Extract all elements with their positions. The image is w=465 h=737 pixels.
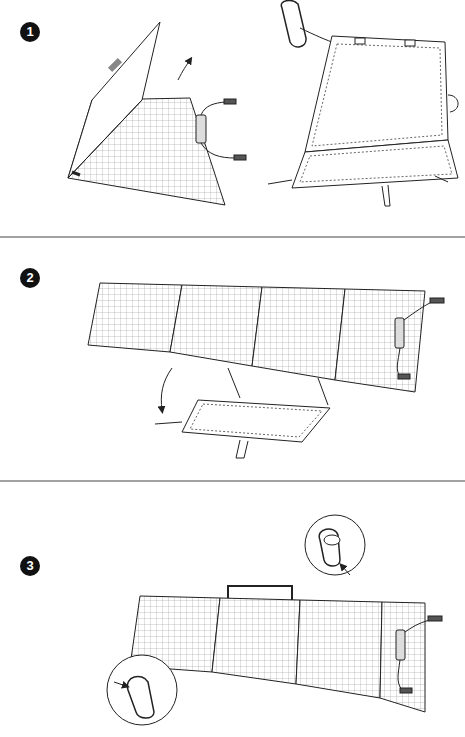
step-number: 3 xyxy=(20,556,40,576)
step-number: 2 xyxy=(20,268,40,288)
step-number: 1 xyxy=(20,22,40,42)
